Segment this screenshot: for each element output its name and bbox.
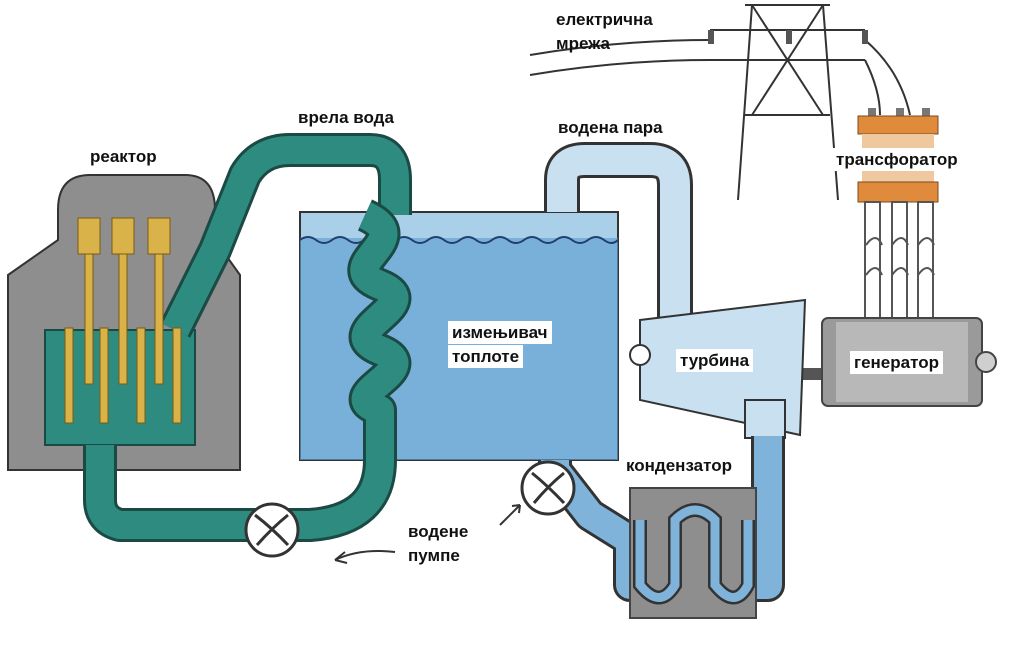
condenser bbox=[629, 487, 757, 619]
heat-exchanger-label-line2: топлоте bbox=[448, 345, 524, 368]
hot-water-label: врела вода bbox=[298, 108, 394, 127]
steam-label: водена пара bbox=[558, 118, 663, 137]
heat-exchanger-label-line1: измењивач bbox=[448, 321, 552, 344]
reactor-label: реактор bbox=[90, 147, 157, 166]
turbine-label: турбина bbox=[676, 349, 754, 372]
grid-label-line2: мрежа bbox=[556, 34, 610, 53]
fuel-rods bbox=[64, 217, 182, 424]
generator-label: генератор bbox=[850, 351, 943, 374]
condenser-label: кондензатор bbox=[622, 454, 737, 477]
secondary-pump-icon bbox=[520, 460, 576, 516]
grid-label-line1: електрична bbox=[556, 10, 653, 29]
pump-arrows bbox=[334, 504, 521, 564]
primary-pump-icon bbox=[244, 502, 300, 558]
pumps-label-line2: пумпе bbox=[408, 546, 460, 565]
tower-insulators bbox=[708, 30, 868, 44]
primary-coolant-loop bbox=[83, 133, 412, 542]
transformer-label: трансфоратор bbox=[832, 148, 962, 171]
steam-pipe bbox=[544, 142, 693, 320]
generator-cables bbox=[864, 201, 935, 321]
pumps-label-line1: водене bbox=[408, 522, 469, 541]
